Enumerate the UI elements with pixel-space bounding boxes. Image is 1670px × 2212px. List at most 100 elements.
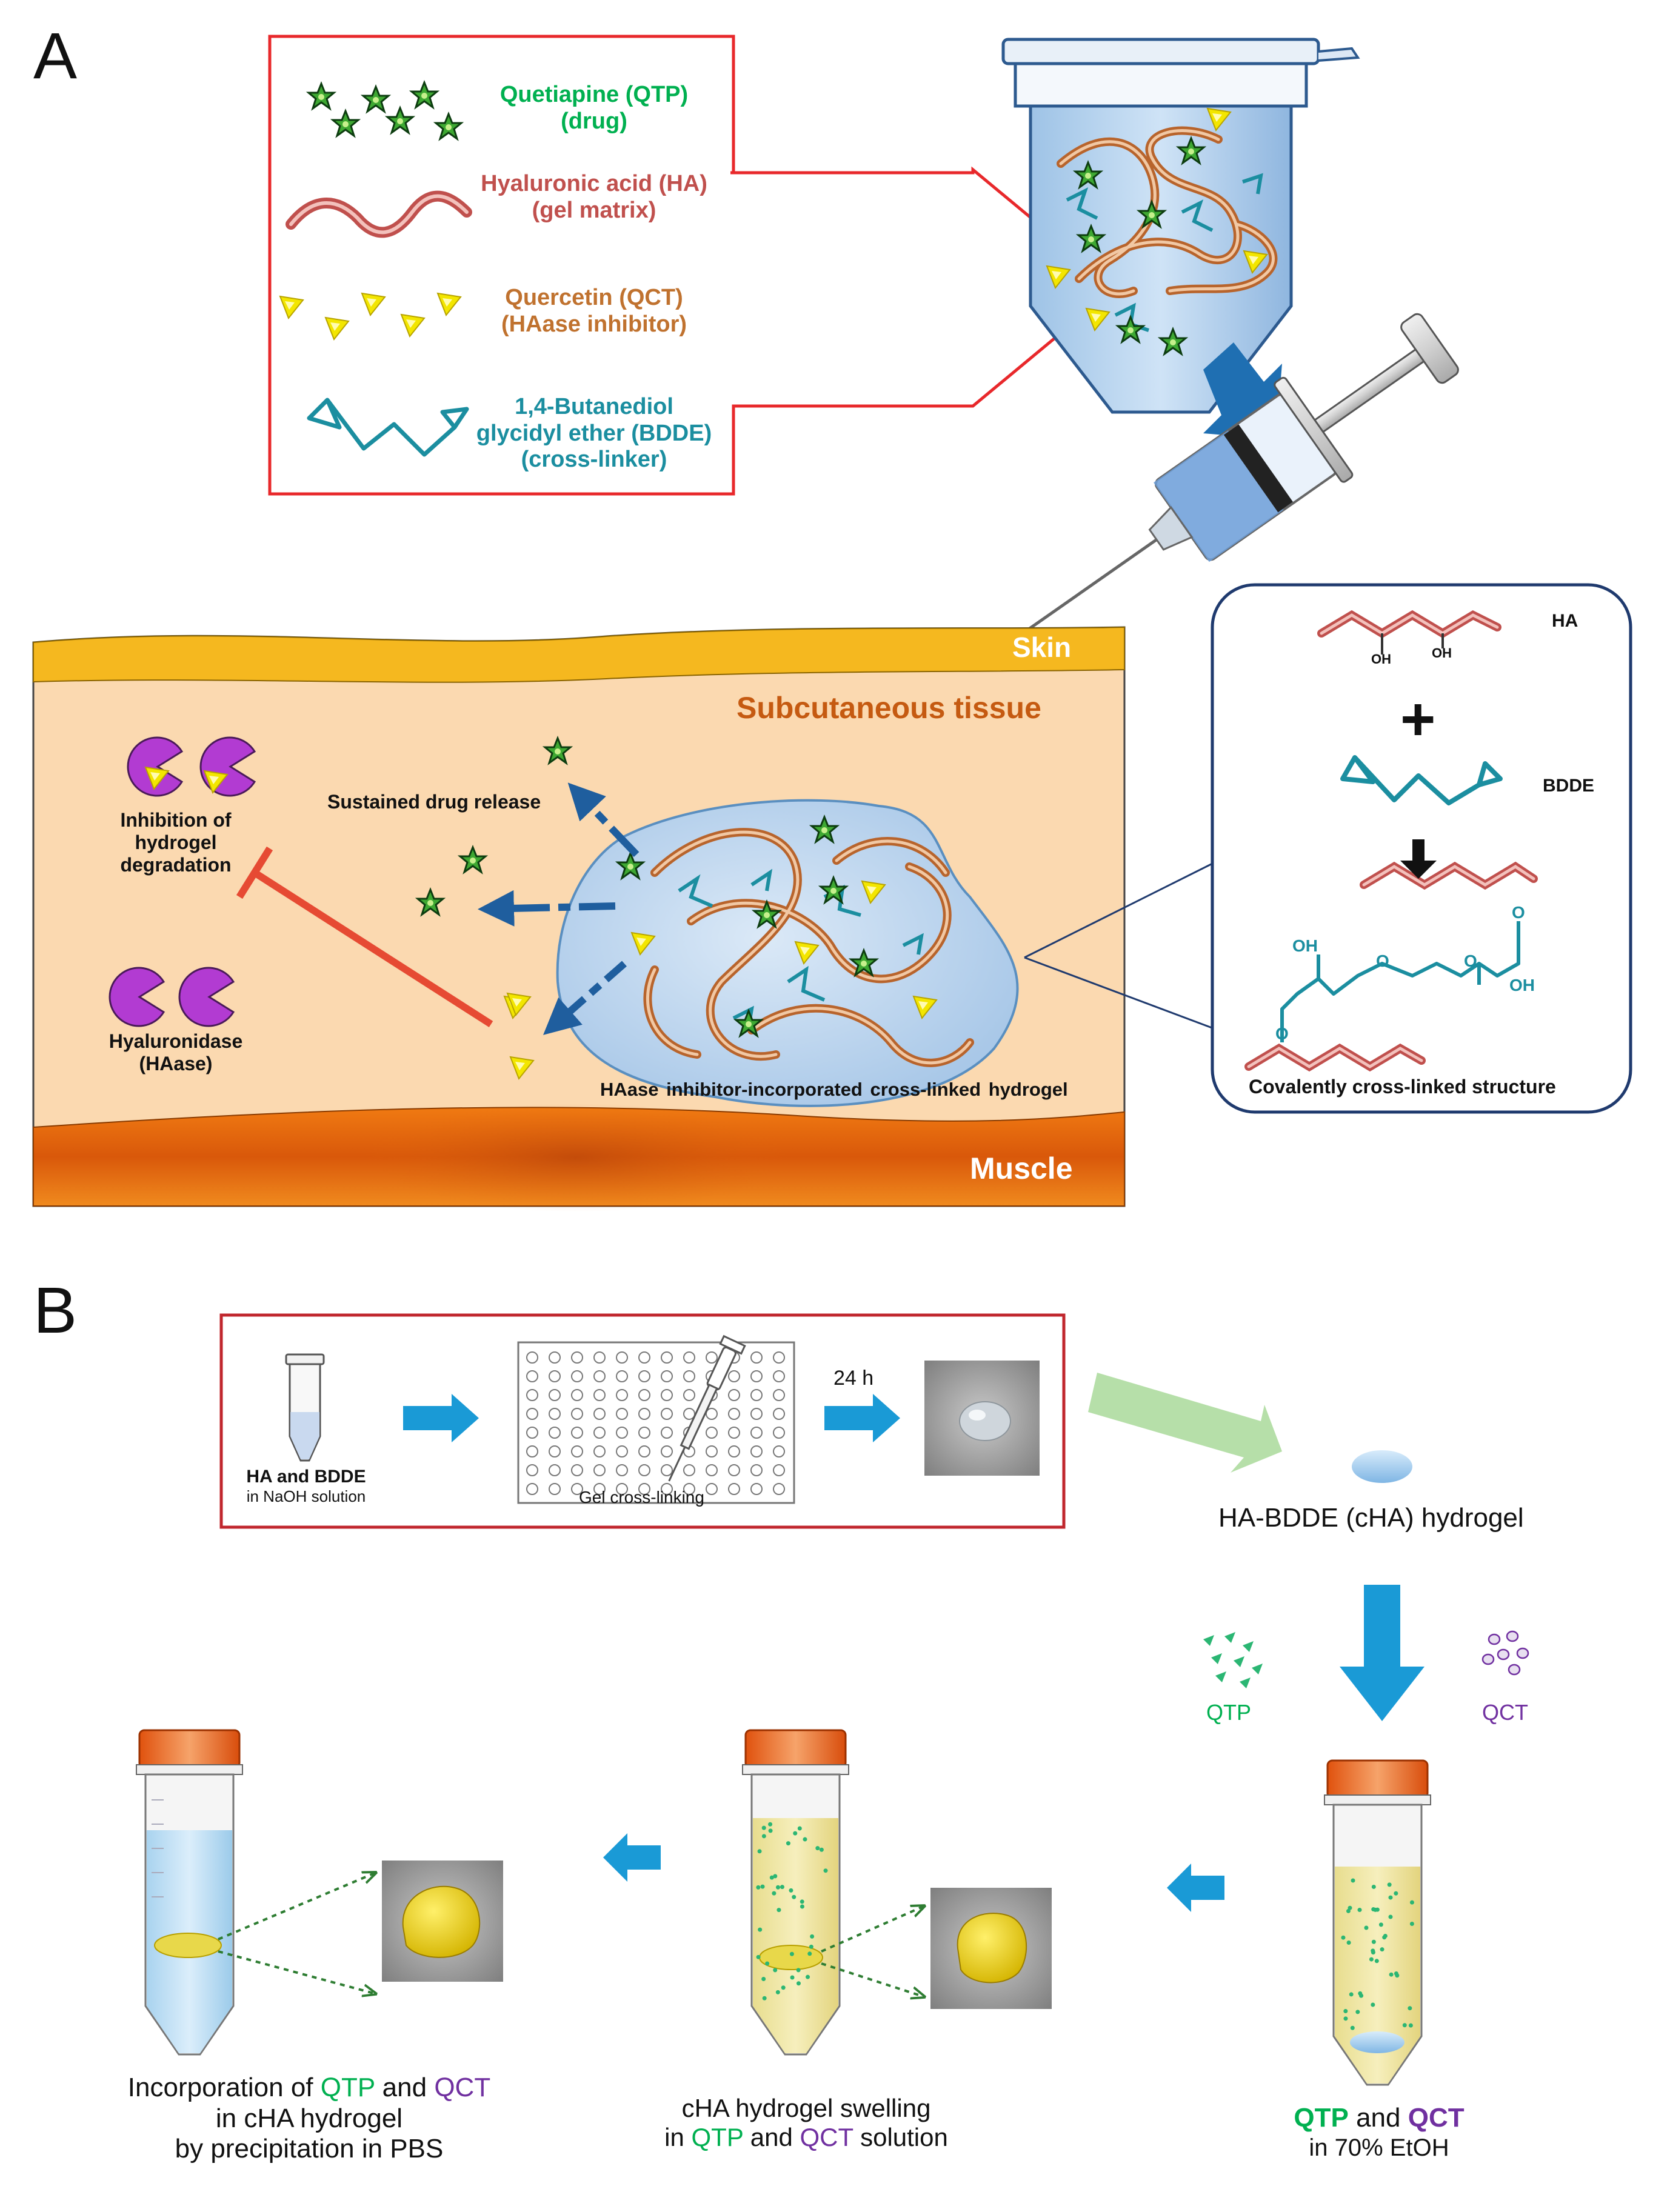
plate-well: [706, 1427, 718, 1439]
drug-dot: [773, 1874, 778, 1879]
plate-well: [571, 1351, 583, 1364]
legend-qct-triangles: [279, 293, 461, 340]
plate-well: [683, 1370, 695, 1382]
skin-label: Skin: [1012, 631, 1072, 663]
plate-well: [638, 1445, 650, 1457]
plate-well: [549, 1483, 561, 1495]
plate-well: [706, 1408, 718, 1420]
mt-qtp: QTP: [691, 2123, 744, 2152]
drug-dot: [1346, 1908, 1351, 1913]
plate-well: [571, 1464, 583, 1476]
plate-well: [616, 1445, 628, 1457]
drug-dot: [761, 1834, 766, 1839]
chem-o-2: O: [1464, 951, 1477, 970]
plate-well: [661, 1351, 673, 1364]
lt-and: and: [382, 2073, 427, 2102]
plate-well: [638, 1427, 650, 1439]
cha-hydrogel-disc: [1352, 1450, 1412, 1483]
inhibition-line2: hydrogel: [135, 831, 217, 853]
plate-well: [593, 1464, 606, 1476]
hydrogel-blob: [556, 799, 1019, 1107]
drug-dot: [761, 1977, 766, 1982]
photo-precipitated-gel: [382, 1861, 503, 1982]
drug-dot: [1373, 1907, 1378, 1912]
legend-ha: Hyaluronic acid (HA) (gel matrix): [467, 171, 721, 224]
drug-dot: [1371, 1884, 1376, 1889]
inhibition-line3: degradation: [120, 853, 232, 876]
plate-well: [750, 1445, 763, 1457]
drug-dot: [1394, 1971, 1398, 1976]
subcutaneous-label: Subcutaneous tissue: [736, 691, 1041, 725]
plate-well: [616, 1389, 628, 1401]
plate-well: [750, 1427, 763, 1439]
plate-well: [728, 1483, 740, 1495]
plate-well: [750, 1464, 763, 1476]
legend-qtp-stars: [307, 81, 463, 140]
lt-line3: by precipitation in PBS: [175, 2134, 444, 2164]
drug-dot: [809, 1944, 813, 1949]
drug-dot: [823, 1868, 828, 1873]
drug-dot: [1374, 1959, 1379, 1964]
chem-oh-4: OH: [1509, 976, 1535, 994]
drug-dot: [761, 1825, 766, 1830]
plate-well: [549, 1370, 561, 1382]
drug-dot: [1388, 1895, 1393, 1900]
drug-dot: [768, 1828, 773, 1833]
plate-well: [638, 1483, 650, 1495]
plate-well: [549, 1464, 561, 1476]
plate-well: [661, 1427, 673, 1439]
qct-particles-label: QCT: [1482, 1700, 1528, 1725]
reaction-arrow: [1400, 839, 1437, 879]
drug-dot: [800, 1899, 804, 1904]
plate-well: [616, 1408, 628, 1420]
plate-well: [683, 1389, 695, 1401]
chem-o-1: O: [1376, 951, 1389, 970]
plate-well: [526, 1464, 538, 1476]
drug-dot: [780, 1885, 784, 1890]
legend-ha-role: (gel matrix): [532, 197, 656, 223]
haase-pacmen: [109, 736, 256, 1027]
process-arrow-3: [1167, 1864, 1224, 1912]
plate-well: [526, 1351, 538, 1364]
drug-dot: [1351, 1878, 1355, 1883]
legend-bdde-name2: glycidyl ether (BDDE): [476, 420, 712, 446]
drug-dot: [762, 1996, 767, 2000]
legend-qtp-name: Quetiapine (QTP): [499, 82, 689, 107]
chem-oh-2: OH: [1432, 645, 1452, 661]
plate-well: [728, 1389, 740, 1401]
chem-caption: Covalently cross-linked structure: [1249, 1076, 1556, 1098]
drug-dot: [775, 1990, 780, 1994]
plate-well: [728, 1445, 740, 1457]
drug-dot: [1371, 2002, 1375, 2007]
down-arrow: [1340, 1585, 1425, 1721]
mt-and: and: [750, 2123, 793, 2152]
mt-in: in: [664, 2123, 684, 2152]
panel-label-b: B: [33, 1273, 78, 1347]
drug-dot: [1348, 1905, 1352, 1910]
drug-dot: [1357, 1908, 1362, 1913]
legend-qct: Quercetin (QCT) (HAase inhibitor): [467, 285, 721, 338]
inhibition-line1: Inhibition of: [120, 809, 232, 831]
plate-well: [773, 1464, 785, 1476]
lt-qtp: QTP: [320, 2073, 375, 2102]
plate-well: [661, 1483, 673, 1495]
drug-release-arrows: [478, 782, 640, 1035]
plate-well: [571, 1370, 583, 1382]
bdde-structure: [1340, 755, 1503, 805]
plate-well: [526, 1389, 538, 1401]
plate-well: [616, 1351, 628, 1364]
plate-well: [593, 1389, 606, 1401]
drug-dot: [786, 1841, 790, 1846]
drug-dot: [796, 1968, 801, 1973]
chem-plus: +: [1400, 685, 1436, 753]
plate-well: [773, 1351, 785, 1364]
qtp-particles-label: QTP: [1206, 1700, 1252, 1725]
qtp-particles: [1203, 1632, 1263, 1688]
haase-line1: Hyaluronidase: [109, 1030, 243, 1052]
plate-well: [593, 1408, 606, 1420]
drug-dot: [1409, 1900, 1414, 1905]
drug-dot: [1346, 1940, 1351, 1945]
plate-well: [616, 1370, 628, 1382]
panel-label-a: A: [33, 19, 78, 92]
